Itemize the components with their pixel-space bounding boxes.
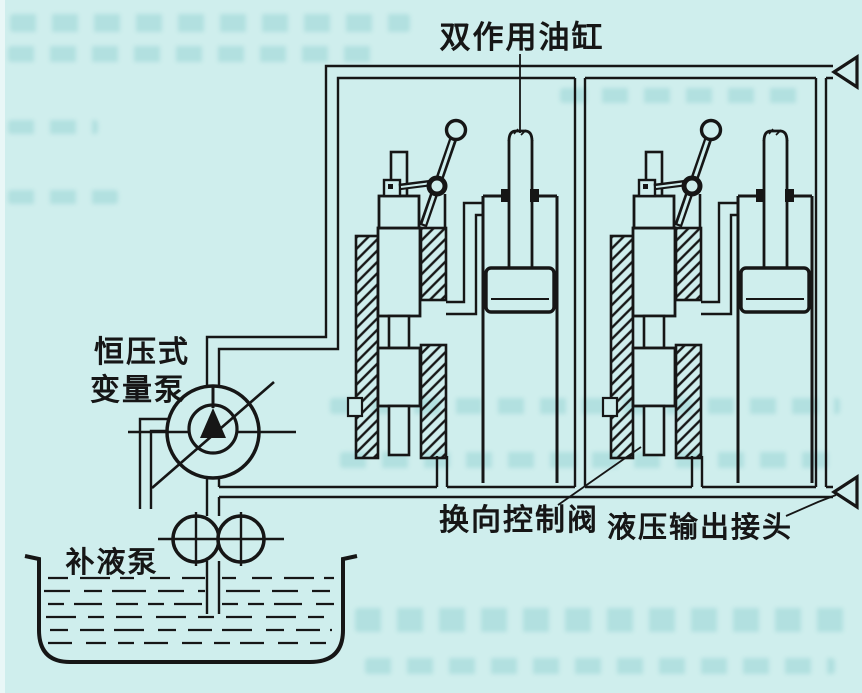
scan-bleed-artifact: [340, 452, 840, 468]
scan-edge-artifact: [0, 0, 5, 693]
variable-pump-symbol: [128, 381, 296, 509]
tank-suction-pipe: [205, 561, 221, 614]
label-hydraulic-output-connector: 液压输出接头: [607, 510, 793, 544]
scan-bleed-artifact: [8, 46, 378, 62]
leader-line-valve: [557, 446, 642, 506]
tank-outline: [24, 554, 358, 664]
output-connector-top-icon: [831, 54, 859, 90]
scan-bleed-artifact: [355, 608, 845, 632]
return-manifold-pipe: [219, 485, 833, 499]
liquid-surface-lines: [44, 576, 336, 645]
output-connector-bottom-icon: [831, 474, 859, 510]
label-variable-pump: 变量泵: [90, 373, 186, 408]
label-directional-control-valve: 换向控制阀: [439, 503, 599, 538]
valve-cylinder-assembly-left: [348, 121, 557, 488]
leader-line-connector: [785, 494, 837, 517]
label-double-acting-cylinder: 双作用油缸: [440, 20, 605, 56]
scan-bleed-artifact: [8, 190, 118, 204]
scan-bleed-artifact: [365, 658, 835, 674]
scan-bleed-artifact: [8, 120, 98, 134]
valve-cylinder-assembly-right: [603, 121, 812, 488]
pump-suction-pipe: [205, 476, 221, 516]
label-constant-pressure: 恒压式: [94, 335, 190, 370]
label-makeup-pump: 补液泵: [65, 545, 158, 579]
variable-displacement-line: [151, 381, 275, 489]
branch-pipe-right: [814, 78, 828, 487]
oil-tank: [24, 554, 358, 664]
scan-bleed-artifact: [560, 88, 810, 103]
top-pressure-pipe: [205, 64, 833, 392]
scan-bleed-artifact: [10, 14, 410, 32]
branch-pipe-center: [573, 78, 587, 487]
makeup-pump-symbol: [158, 512, 284, 566]
